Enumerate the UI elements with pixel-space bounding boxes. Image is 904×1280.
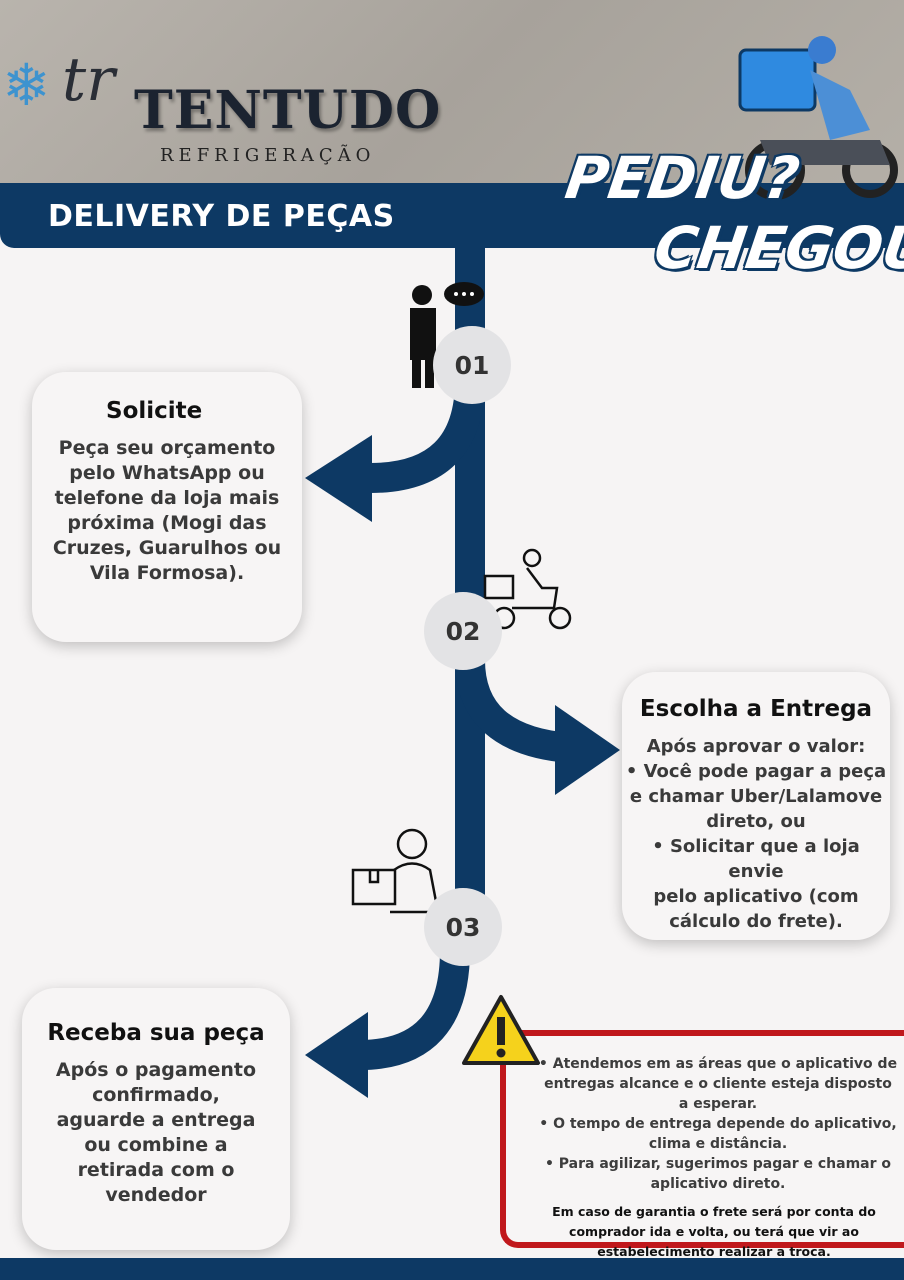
step-number-03: 03: [424, 888, 502, 966]
step-title: Solicite: [106, 398, 203, 424]
brand-name: TENTUDO: [134, 80, 442, 141]
step-number-01: 01: [433, 326, 511, 404]
footer-band: [0, 1258, 904, 1280]
delivery-scooter-icon: [483, 548, 572, 630]
warning-bullets: • Atendemos em as áreas que o aplicativo…: [538, 1056, 898, 1192]
step-card-receba: Receba sua peça Após o pagamento confirm…: [22, 988, 290, 1250]
step-title: Escolha a Entrega: [639, 696, 873, 722]
step-number-02: 02: [424, 592, 502, 670]
title-banner: [0, 183, 904, 248]
step-text: Após aprovar o valor: • Você pode pagar …: [625, 736, 887, 932]
step-text: Após o pagamento confirmado, aguarde a e…: [55, 1059, 257, 1206]
step-card-solicite: Solicite Peça seu orçamento pelo WhatsAp…: [32, 372, 302, 642]
step-title: Receba sua peça: [47, 1020, 265, 1046]
courier-box-icon: [351, 828, 440, 914]
page-title: DELIVERY DE PEÇAS: [48, 199, 395, 234]
person-phone-icon: [410, 282, 484, 388]
warning-icon: [462, 995, 540, 1065]
warning-box: • Atendemos em as áreas que o aplicativo…: [500, 1030, 904, 1259]
snowflake-icon: ❄: [2, 51, 51, 119]
logo-initials: tr: [62, 45, 115, 115]
motorcycle-courier-icon: [738, 36, 898, 200]
step-text: Peça seu orçamento pelo WhatsApp ou tele…: [52, 437, 282, 584]
brand-subtitle: REFRIGERAÇÃO: [160, 145, 376, 166]
warranty-note: Em caso de garantia o frete será por con…: [552, 1204, 876, 1259]
step-card-escolha: Escolha a Entrega Após aprovar o valor: …: [622, 672, 890, 940]
